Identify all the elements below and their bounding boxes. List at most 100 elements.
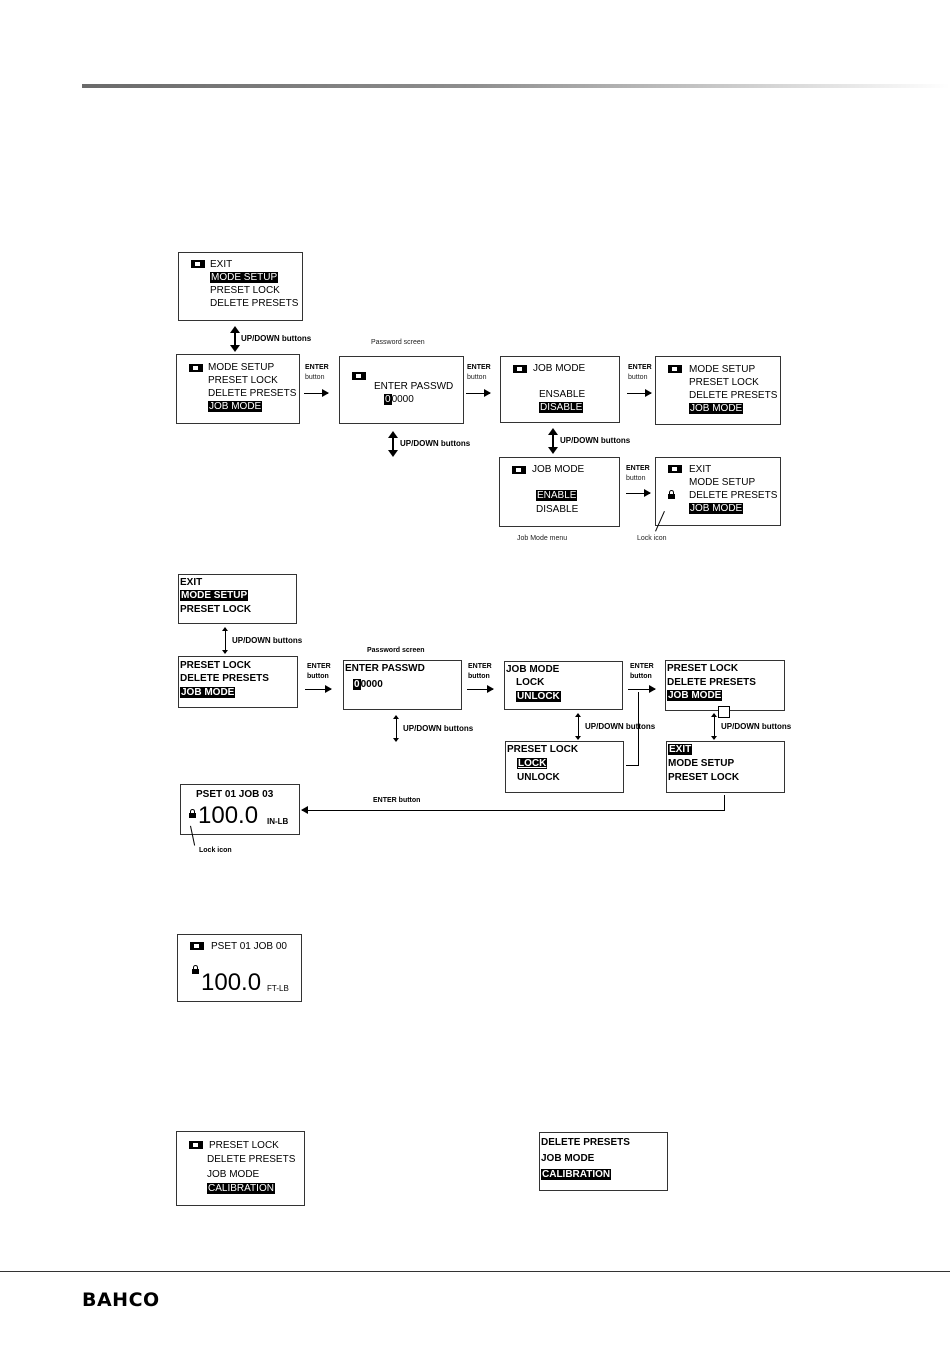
password-digits: 00000 bbox=[384, 394, 414, 405]
display-header: PSET 01 JOB 00 bbox=[211, 941, 287, 952]
menu-item: MODE SETUP bbox=[668, 758, 735, 769]
flow-arrow bbox=[301, 806, 725, 814]
updown-arrow bbox=[230, 326, 240, 352]
enter-label: ENTER bbox=[626, 465, 650, 472]
enter-label: button bbox=[467, 374, 487, 381]
menu-item: PRESET LOCK bbox=[208, 375, 278, 386]
updown-label: UP/DOWN buttons bbox=[585, 722, 656, 731]
menu-item: DELETE PRESETS bbox=[689, 490, 778, 501]
menu-item: PRESET LOCK bbox=[210, 285, 280, 296]
battery-icon bbox=[190, 942, 204, 950]
password-digits: 00000 bbox=[353, 679, 383, 690]
menu-item-selected: JOB MODE bbox=[689, 403, 744, 414]
updown-label: UP/DOWN buttons bbox=[232, 636, 303, 645]
enter-label: ENTER button bbox=[373, 797, 421, 804]
menu-item: DELETE PRESETS bbox=[689, 390, 778, 401]
battery-icon bbox=[668, 465, 682, 473]
menu-item-selected: LOCK bbox=[517, 758, 548, 769]
menu-item: DISABLE bbox=[536, 504, 579, 515]
enter-label: button bbox=[630, 673, 652, 680]
menu-item: EXIT bbox=[180, 577, 203, 588]
enter-label: ENTER bbox=[467, 364, 491, 371]
d2-preset-lock-screen: PRESET LOCK LOCK UNLOCK bbox=[505, 741, 624, 793]
d2-password-screen: ENTER PASSWD 00000 bbox=[343, 660, 462, 710]
menu-item-selected: UNLOCK bbox=[516, 691, 561, 702]
screen-title: JOB MODE bbox=[506, 664, 560, 675]
enter-label: ENTER bbox=[630, 663, 654, 670]
password-title: ENTER PASSWD bbox=[374, 381, 454, 392]
menu-item: ENSABLE bbox=[539, 389, 586, 400]
menu-item: DELETE PRESETS bbox=[210, 298, 299, 309]
d1-job-mode-screen: JOB MODE ENSABLE DISABLE bbox=[500, 356, 620, 423]
flow-arrow bbox=[626, 489, 651, 497]
d2-torque-display: PSET 01 JOB 03 100.0 IN-LB bbox=[180, 784, 300, 835]
d2-result-screen: PRESET LOCK DELETE PRESETS JOB MODE bbox=[665, 660, 785, 711]
updown-arrow bbox=[222, 627, 228, 654]
display-header: PSET 01 JOB 03 bbox=[196, 789, 274, 800]
menu-item-selected: EXIT bbox=[668, 744, 693, 755]
connector-line bbox=[724, 795, 725, 810]
menu-item: PRESET LOCK bbox=[209, 1140, 279, 1151]
torque-value: 100.0 bbox=[201, 969, 262, 996]
d2-menu-screen-2: PRESET LOCK DELETE PRESETS JOB MODE bbox=[178, 656, 298, 708]
menu-item: EXIT bbox=[689, 464, 712, 475]
menu-item: MODE SETUP bbox=[208, 362, 275, 373]
flow-arrow bbox=[627, 389, 652, 397]
d1-result-screen: MODE SETUP PRESET LOCK DELETE PRESETS JO… bbox=[655, 356, 781, 425]
password-title: ENTER PASSWD bbox=[345, 663, 425, 674]
lock-icon-caption: Lock icon bbox=[637, 535, 667, 542]
updown-label: UP/DOWN buttons bbox=[400, 439, 471, 448]
menu-item-selected: JOB MODE bbox=[180, 687, 236, 698]
enter-label: button bbox=[468, 673, 490, 680]
menu-item-selected: MODE SETUP bbox=[180, 590, 249, 601]
menu-item: MODE SETUP bbox=[689, 364, 756, 375]
menu-item-selected: JOB MODE bbox=[208, 401, 263, 412]
battery-icon bbox=[512, 466, 526, 474]
enter-label: ENTER bbox=[305, 364, 329, 371]
calibration-screen-2: DELETE PRESETS JOB MODE CALIBRATION bbox=[539, 1132, 668, 1191]
battery-icon bbox=[191, 260, 205, 268]
footer-rule bbox=[0, 1271, 950, 1272]
menu-item: PRESET LOCK bbox=[667, 663, 739, 674]
screen-title: JOB MODE bbox=[532, 464, 585, 475]
enter-label: button bbox=[628, 374, 648, 381]
d1-main-menu-screen: EXIT MODE SETUP PRESET LOCK DELETE PRESE… bbox=[178, 252, 303, 321]
updown-arrow bbox=[711, 713, 717, 740]
menu-item: UNLOCK bbox=[517, 772, 560, 783]
connector-line bbox=[626, 765, 638, 766]
password-screen-caption: Password screen bbox=[371, 339, 425, 346]
calibration-screen-1: PRESET LOCK DELETE PRESETS JOB MODE CALI… bbox=[176, 1131, 305, 1206]
menu-item-selected: ENABLE bbox=[536, 490, 578, 501]
enter-label: ENTER bbox=[307, 663, 331, 670]
screen-title: PRESET LOCK bbox=[507, 744, 579, 755]
menu-item-selected: CALIBRATION bbox=[541, 1169, 612, 1180]
menu-item: DELETE PRESETS bbox=[667, 677, 756, 688]
menu-item: PRESET LOCK bbox=[180, 660, 252, 671]
menu-item: PRESET LOCK bbox=[180, 604, 252, 615]
menu-item: DELETE PRESETS bbox=[207, 1154, 296, 1165]
updown-arrow bbox=[388, 431, 398, 457]
battery-icon bbox=[352, 372, 366, 380]
d1-locked-menu-screen: EXIT MODE SETUP DELETE PRESETS JOB MODE bbox=[655, 457, 781, 526]
updown-label: UP/DOWN buttons bbox=[241, 334, 312, 343]
menu-item: JOB MODE bbox=[541, 1153, 595, 1164]
flow-arrow bbox=[467, 685, 494, 693]
lock-box-icon bbox=[718, 706, 730, 718]
updown-label: UP/DOWN buttons bbox=[403, 724, 474, 733]
d2-exit-menu-screen: EXIT MODE SETUP PRESET LOCK bbox=[666, 741, 785, 793]
menu-item-selected: JOB MODE bbox=[689, 503, 744, 514]
enter-label: button bbox=[305, 374, 325, 381]
menu-item-selected: JOB MODE bbox=[667, 690, 723, 701]
lock-icon-caption: Lock icon bbox=[199, 847, 232, 854]
flow-arrow bbox=[466, 389, 491, 397]
menu-item: MODE SETUP bbox=[689, 477, 756, 488]
lock-icon bbox=[668, 490, 675, 499]
enter-label: button bbox=[307, 673, 329, 680]
d2-main-menu-screen: EXIT MODE SETUP PRESET LOCK bbox=[178, 574, 297, 624]
torque-value: 100.0 bbox=[198, 802, 259, 829]
updown-arrow bbox=[548, 428, 558, 454]
torque-display-ft-lb: PSET 01 JOB 00 100.0 FT-LB bbox=[177, 934, 302, 1002]
menu-item: DELETE PRESETS bbox=[180, 673, 269, 684]
flow-arrow bbox=[628, 685, 656, 693]
updown-label: UP/DOWN buttons bbox=[560, 436, 631, 445]
